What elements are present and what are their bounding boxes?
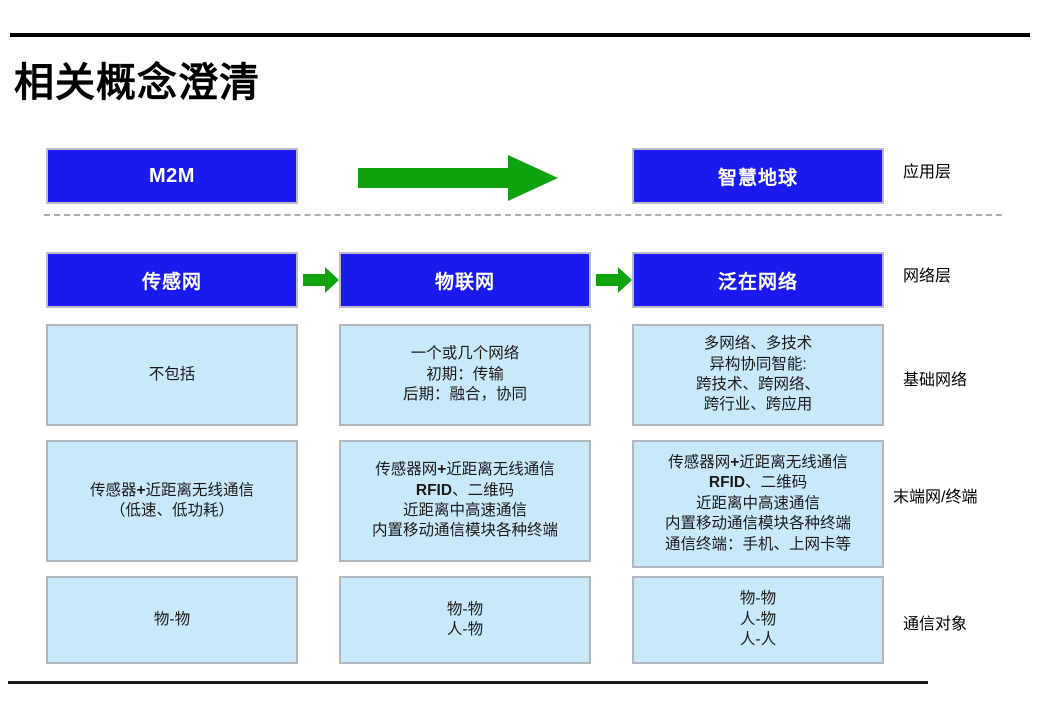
cell-basic-network-col3[interactable]: 多网络、多技术 异构协同智能: 跨技术、跨网络、 跨行业、跨应用: [632, 324, 884, 426]
cell-line: 内置移动通信模块各种终端: [371, 522, 558, 540]
top-divider-rule: [10, 33, 1030, 37]
cell-line: 一个或几个网络: [410, 345, 520, 363]
cell-line: 人-物: [446, 621, 484, 638]
box-iot-label: 物联网: [434, 271, 495, 293]
cell-line: RFID、二维码: [708, 474, 808, 492]
box-smarter-planet-label: 智慧地球: [717, 167, 798, 189]
cell-line: 传感器+近距离无线通信: [89, 481, 255, 499]
cell-line: 通信终端：手机、上网卡等: [664, 535, 851, 553]
small-right-arrow-icon-2: [596, 267, 632, 293]
cell-text: 物-物 人-物 人-人: [740, 589, 776, 650]
cell-terminal-col1[interactable]: 传感器+近距离无线通信 （低速、低功耗）: [46, 440, 298, 562]
cell-comm-object-col1[interactable]: 物-物: [46, 576, 298, 664]
cell-line: 不包括: [148, 365, 196, 383]
small-right-arrow-icon-1: [303, 267, 339, 293]
page-title: 相关概念澄清: [14, 59, 260, 106]
cell-line: 物-物: [739, 590, 777, 608]
cell-comm-object-col2[interactable]: 物-物 人-物: [339, 576, 591, 664]
box-ubiquitous-network-label: 泛在网络: [717, 271, 798, 293]
dashed-separator: [44, 214, 1002, 216]
cell-text: 物-物 人-物: [447, 600, 483, 641]
box-sensor-network-label: 传感网: [141, 271, 202, 293]
cell-comm-object-col3[interactable]: 物-物 人-物 人-人: [632, 576, 884, 664]
cell-line: 异构协同智能:: [709, 355, 807, 373]
cell-text: 传感器网+近距离无线通信 RFID、二维码近距离中高速通信内置移动通信模块各种终端: [372, 460, 558, 542]
cell-line: 传感器网+近距离无线通信: [668, 453, 848, 471]
row-label-terminal-network: 末端网/终端: [893, 489, 978, 506]
box-smarter-planet[interactable]: 智慧地球: [632, 148, 884, 204]
cell-text: 传感器+近距离无线通信 （低速、低功耗）: [90, 481, 254, 522]
box-iot[interactable]: 物联网: [339, 252, 591, 308]
cell-line: 物-物: [446, 600, 484, 618]
row-label-application-layer: 应用层: [903, 164, 952, 181]
row-label-communication-object: 通信对象: [903, 616, 968, 633]
bottom-divider-rule: [8, 681, 928, 684]
big-right-arrow-icon: [358, 155, 558, 201]
cell-line: RFID、二维码: [415, 481, 515, 499]
box-m2m-label: M2M: [149, 164, 195, 187]
cell-line: 传感器网+近距离无线通信: [375, 461, 555, 479]
cell-line: 跨行业、跨应用: [703, 396, 813, 414]
cell-line: 跨技术、跨网络、: [695, 376, 820, 393]
cell-text: 传感器网+近距离无线通信 RFID、二维码近距离中高速通信内置移动通信模块各种终端…: [665, 453, 851, 555]
cell-text: 不包括: [149, 365, 196, 385]
cell-text: 多网络、多技术 异构协同智能: 跨技术、跨网络、 跨行业、跨应用: [696, 334, 820, 416]
box-sensor-network[interactable]: 传感网: [46, 252, 298, 308]
cell-line: 多网络、多技术: [703, 335, 813, 353]
box-m2m[interactable]: M2M: [46, 148, 298, 204]
cell-line: （低速、低功耗）: [109, 502, 234, 519]
cell-terminal-col3[interactable]: 传感器网+近距离无线通信 RFID、二维码近距离中高速通信内置移动通信模块各种终端…: [632, 440, 884, 568]
cell-basic-network-col1[interactable]: 不包括: [46, 324, 298, 426]
cell-text: 一个或几个网络 初期：传输 后期：融合，协同: [403, 344, 527, 405]
cell-line: 人-物: [739, 610, 777, 628]
cell-basic-network-col2[interactable]: 一个或几个网络 初期：传输 后期：融合，协同: [339, 324, 591, 426]
cell-line: 物-物: [153, 610, 191, 628]
cell-line: 近距离中高速通信: [402, 502, 527, 519]
cell-text: 物-物: [154, 610, 190, 630]
row-label-network-layer: 网络层: [903, 268, 952, 285]
cell-line: 内置移动通信模块各种终端: [664, 515, 851, 533]
cell-line: 初期：传输: [426, 365, 504, 383]
row-label-basic-network: 基础网络: [903, 372, 968, 389]
cell-line: 近距离中高速通信: [695, 494, 820, 512]
cell-line: 人-人: [739, 631, 777, 649]
cell-line: 后期：融合，协同: [402, 386, 527, 404]
box-ubiquitous-network[interactable]: 泛在网络: [632, 252, 884, 308]
cell-terminal-col2[interactable]: 传感器网+近距离无线通信 RFID、二维码近距离中高速通信内置移动通信模块各种终端: [339, 440, 591, 562]
